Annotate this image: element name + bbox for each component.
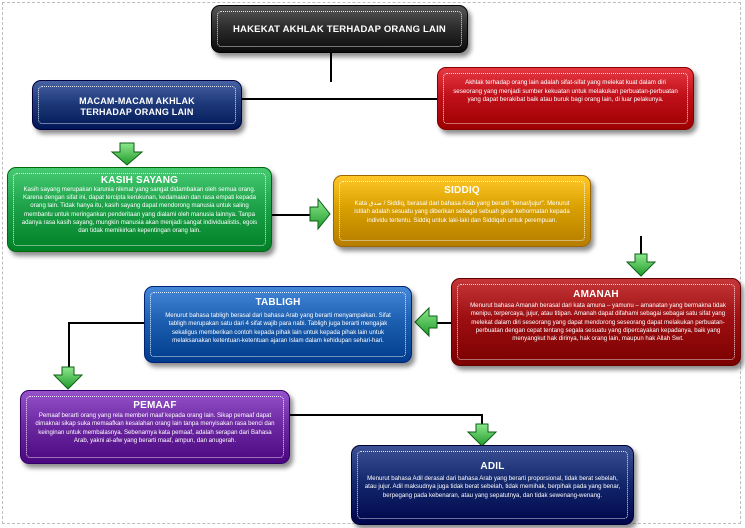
siddiq-text: Kata صدق / Siddiq, berasal dari bahasa A… <box>354 200 570 224</box>
arrow-right-kasih-siddiq <box>309 197 331 231</box>
connector-pemaaf-adil-v <box>481 414 483 426</box>
connector-siddiq-amanah-v <box>640 236 642 258</box>
pemaaf-title: PEMAAF <box>133 400 177 411</box>
connector-tabligh-left-h <box>68 322 144 324</box>
connector-amanah-tabligh <box>437 322 451 324</box>
connector-main-horizontal <box>240 98 440 100</box>
connector-main-vertical <box>330 53 332 82</box>
types-box: MACAM-MACAM AKHLAK TERHADAP ORANG LAIN <box>32 80 242 130</box>
kasih-sayang-box: KASIH SAYANG Kasih sayang merupakan karu… <box>7 167 272 252</box>
arrow-down-pemaaf-adil <box>466 423 498 447</box>
connector-pemaaf-adil <box>290 414 482 416</box>
siddiq-title: SIDDIQ <box>444 185 480 196</box>
definition-text: Akhlak terhadap orang lain adalah sifat-… <box>453 79 678 104</box>
tabligh-box: TABLIGH Menurut bahasa tabligh berasal d… <box>144 286 412 363</box>
amanah-box: AMANAH Menurut bahasa Amanah berasal dar… <box>451 278 741 366</box>
kasih-sayang-text: Kasih sayang merupakan karunia nikmat ya… <box>21 186 258 235</box>
amanah-text: Menurut bahasa Amanah berasal dari kata … <box>470 302 726 343</box>
arrow-left-amanah-tabligh <box>414 306 438 338</box>
siddiq-box: SIDDIQ Kata صدق / Siddiq, berasal dari b… <box>333 175 591 247</box>
adil-title: ADIL <box>480 461 505 472</box>
pemaaf-box: PEMAAF Pemaaf berarti orang yang rela me… <box>20 390 290 464</box>
main-title: HAKEKAT AKHLAK TERHADAP ORANG LAIN <box>233 24 446 35</box>
arrow-down-tabligh-pemaaf <box>52 366 84 390</box>
adil-box: ADIL Menurut bahasa Adil derasal dari ba… <box>351 445 634 525</box>
tabligh-text: Menurut bahasa tabligh berasal dari baha… <box>165 312 391 345</box>
definition-box: Akhlak terhadap orang lain adalah sifat-… <box>437 67 694 130</box>
amanah-title: AMANAH <box>573 289 619 300</box>
pemaaf-text: Pemaaf berarti orang yang rela memberi m… <box>35 412 275 444</box>
types-title: MACAM-MACAM AKHLAK TERHADAP ORANG LAIN <box>79 96 195 117</box>
adil-text: Menurut bahasa Adil derasal dari bahasa … <box>364 475 621 499</box>
arrow-down-types-kasih <box>110 142 144 166</box>
connector-kasih-siddiq <box>272 214 310 216</box>
tabligh-title: TABLIGH <box>255 297 301 308</box>
main-title-box: HAKEKAT AKHLAK TERHADAP ORANG LAIN <box>211 5 468 53</box>
connector-tabligh-left-v <box>68 322 70 370</box>
kasih-sayang-title: KASIH SAYANG <box>100 175 179 186</box>
arrow-down-siddiq-amanah <box>625 253 657 277</box>
